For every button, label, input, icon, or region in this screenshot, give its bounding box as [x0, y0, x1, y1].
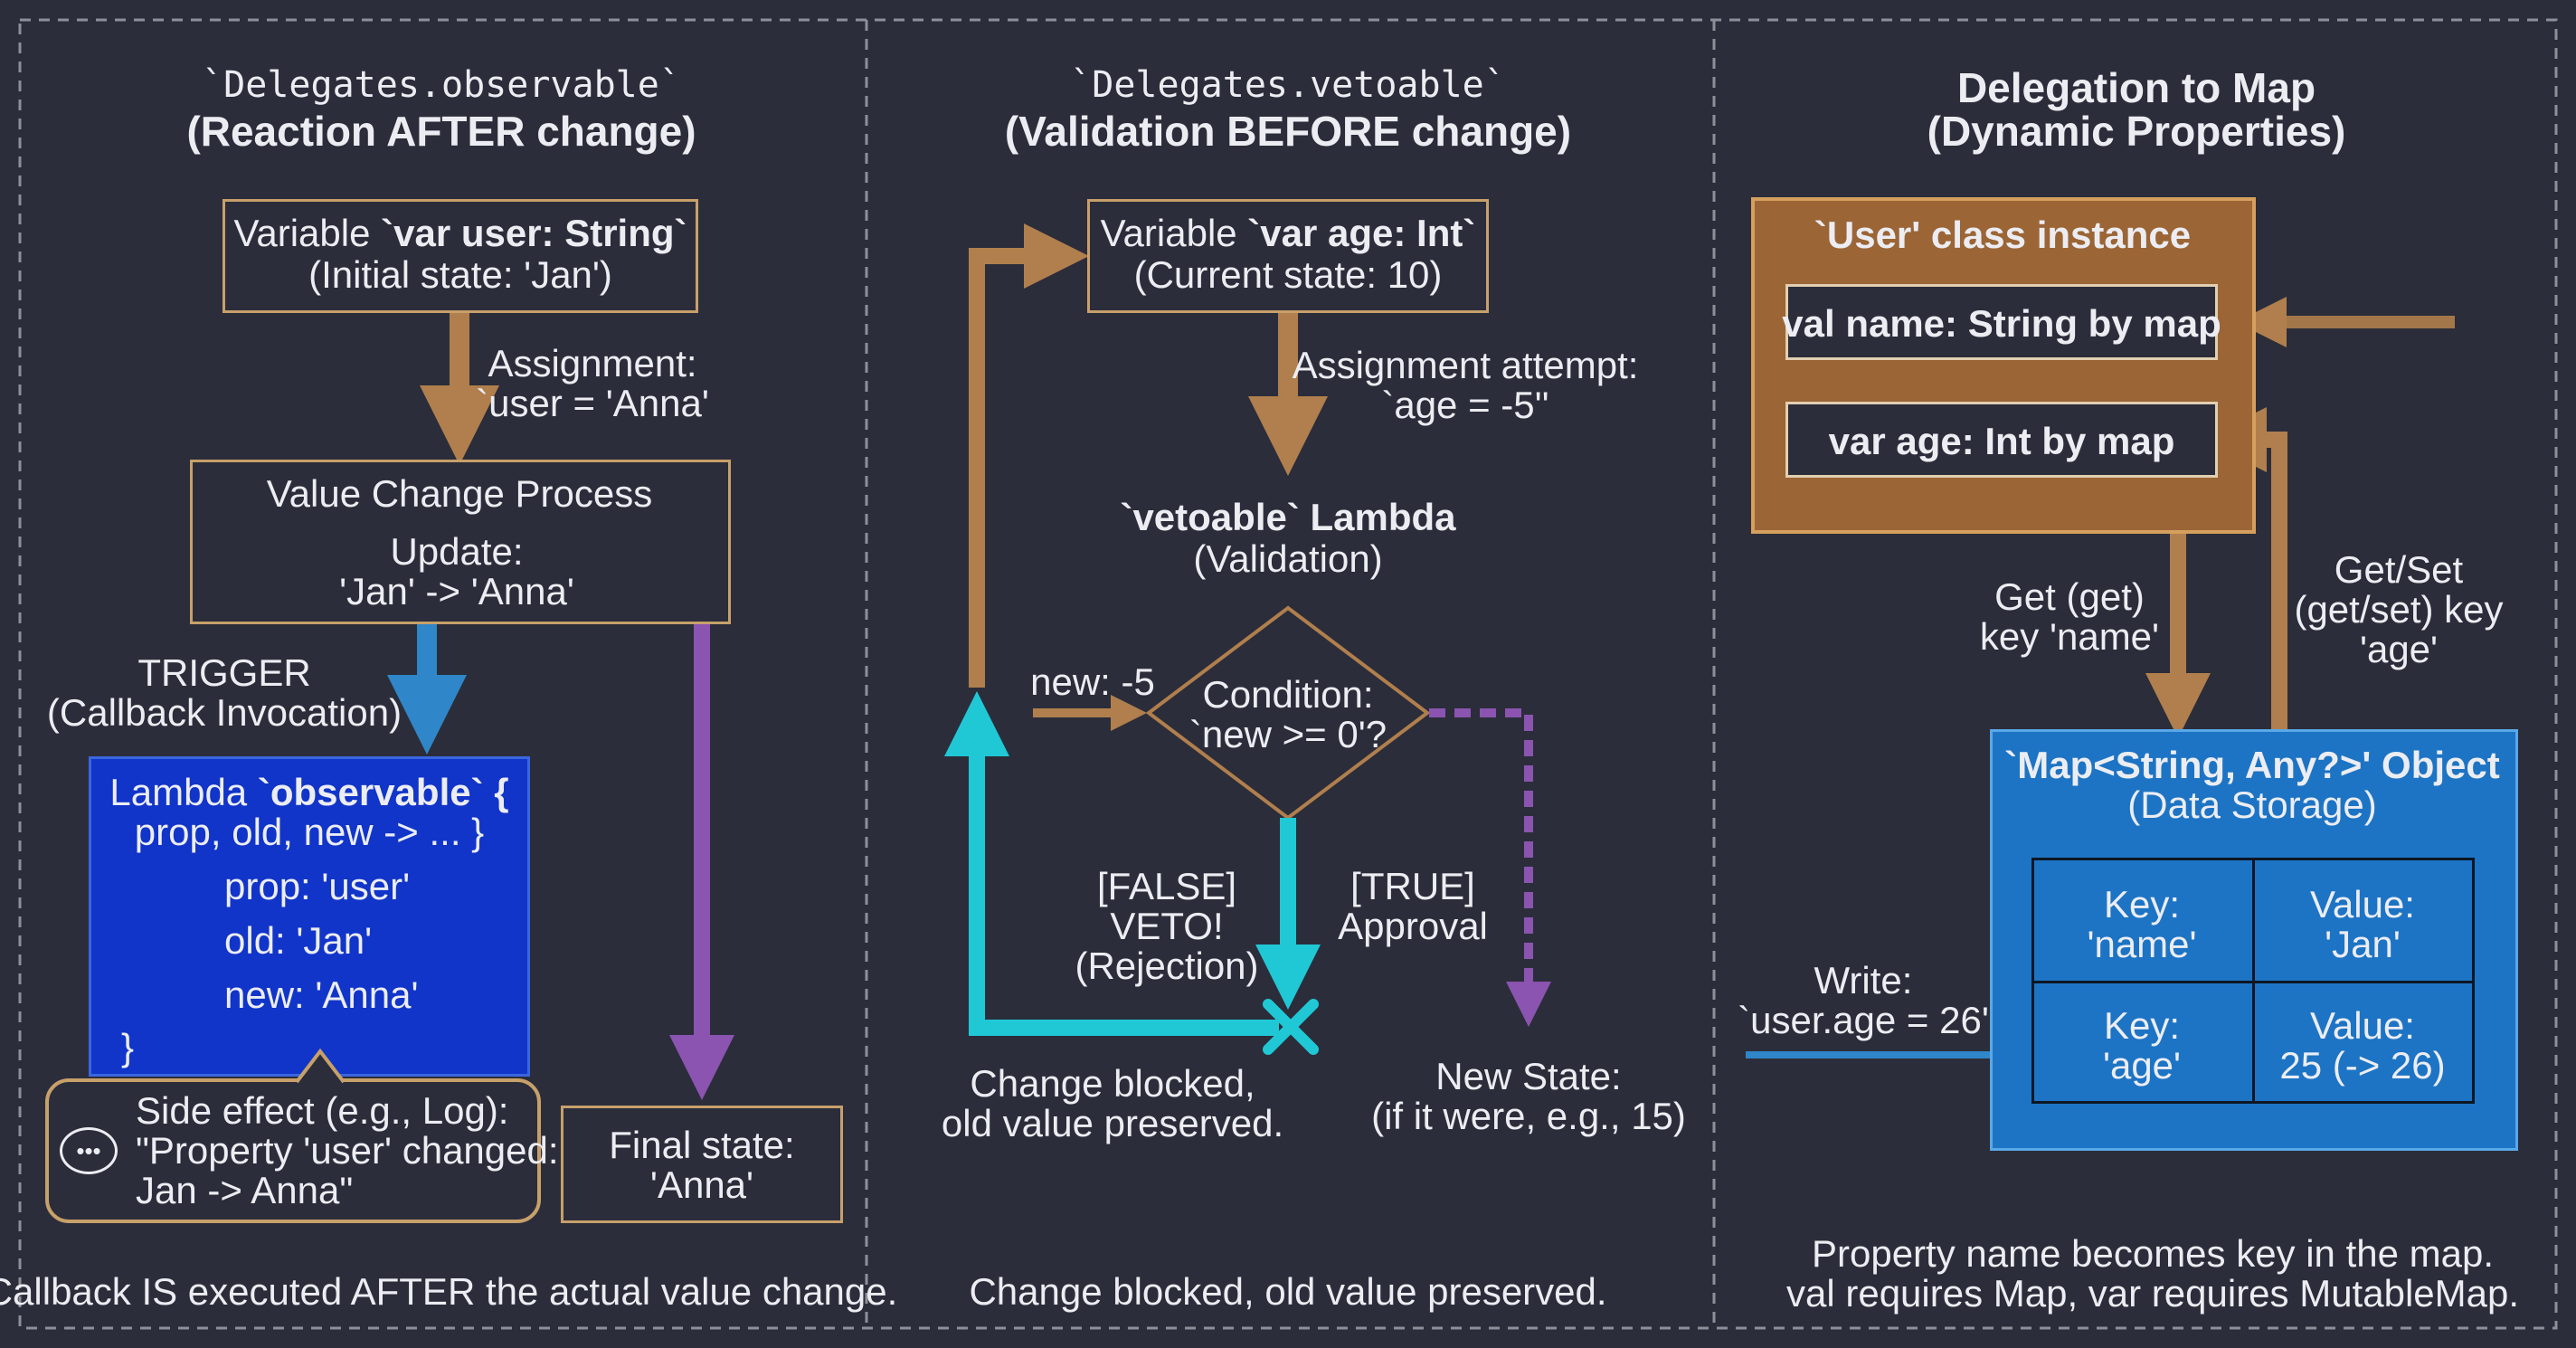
arrow-veto-return [944, 691, 1279, 1036]
map-footer-line2: val requires Map, var requires MutableMa… [1785, 1272, 2520, 1315]
map-row1-key-value: 'name' [2087, 923, 2197, 965]
observable-footer: Callback IS executed AFTER the actual va… [0, 1270, 898, 1313]
lambda-param-new: new: 'Anna' [224, 973, 419, 1016]
observable-var-box [223, 199, 698, 313]
process-title: Value Change Process [266, 472, 653, 515]
map-row1-value-value: 'Jan' [2325, 923, 2401, 965]
arrow-true-dashed [1429, 708, 1551, 1027]
condition-line1: Condition: [1202, 673, 1374, 716]
side-effect-line1: Side effect (e.g., Log): [136, 1089, 509, 1132]
veto-x-mark [1263, 999, 1319, 1055]
blocked-line1: Change blocked, [970, 1062, 1255, 1105]
final-state-box [561, 1106, 843, 1223]
trigger-label-line2: (Callback Invocation) [46, 691, 402, 734]
getset-label-line1: Get/Set [2334, 548, 2464, 591]
vetoable-footer: Change blocked, old value preserved. [969, 1270, 1607, 1313]
vetoable-title-sub: (Validation BEFORE change) [1004, 108, 1572, 155]
side-effect-line2: "Property 'user' changed: [136, 1129, 559, 1172]
getset-label-line3: 'age' [2359, 628, 2439, 670]
vetoable-assignment-line1: Assignment attempt: [1292, 344, 1639, 386]
callout-pointer [295, 1048, 346, 1084]
final-state-line2: 'Anna' [649, 1163, 754, 1206]
new-state-line2: (if it were, e.g., 15) [1371, 1095, 1686, 1137]
map-row2-value-label: Value: [2310, 1004, 2415, 1047]
false-label-line1: [FALSE] [1096, 865, 1237, 907]
lambda-close-brace: } [121, 1026, 135, 1068]
blocked-line2: old value preserved. [941, 1102, 1284, 1144]
map-row2-value-value: 25 (-> 26) [2279, 1044, 2446, 1087]
map-title-line1: Delegation to Map [1956, 64, 2316, 111]
map-row1-value-label: Value: [2310, 883, 2415, 926]
map-row2-key-label: Key: [2103, 1004, 2181, 1047]
user-class-title: `User' class instance [1814, 214, 2192, 256]
map-footer-line1: Property name becomes key in the map. [1811, 1232, 2495, 1275]
final-state-line1: Final state: [609, 1124, 795, 1166]
observable-title-code: `Delegates.observable` [202, 64, 681, 106]
lambda-line1: Lambda `observable` { [109, 771, 509, 813]
false-label-line3: (Rejection) [1075, 945, 1259, 987]
outer-frame [18, 18, 2558, 1330]
observable-title-sub: (Reaction AFTER change) [186, 108, 696, 155]
trigger-label-line1: TRIGGER [137, 651, 311, 694]
process-update-label: Update: [390, 530, 524, 573]
vetoable-var-line2: (Current state: 10) [1133, 253, 1443, 296]
prop-name-box [1785, 284, 2218, 360]
get-label-line2: key 'name' [1979, 615, 2160, 658]
map-title-line2: (Dynamic Properties) [1927, 108, 2346, 155]
vetoable-title-code: `Delegates.vetoable` [1070, 64, 1506, 106]
condition-line2: `new >= 0'? [1189, 713, 1387, 755]
false-label-line2: VETO! [1110, 905, 1224, 947]
map-table [2031, 858, 2475, 1104]
map-object-title: `Map<String, Any?>' Object [2004, 744, 2500, 786]
vetoable-var-line1: Variable `var age: Int` [1100, 212, 1476, 254]
value-change-process-box [190, 460, 731, 624]
lambda-param-prop: prop: 'user' [224, 865, 411, 907]
write-label-line1: Write: [1814, 959, 1913, 1002]
side-effect-line3: Jan -> Anna" [136, 1169, 354, 1211]
observable-assignment-line1: Assignment: [488, 342, 697, 384]
arrow-loop-back [969, 223, 1089, 688]
map-row1-key-label: Key: [2103, 883, 2181, 926]
user-class-instance-box [1751, 197, 2256, 534]
prop-age-label: var age: Int by map [1828, 420, 2175, 462]
input-new-label: new: -5 [1030, 660, 1155, 703]
get-label-line1: Get (get) [1994, 575, 2145, 618]
side-effect-callout [45, 1078, 541, 1223]
write-label-line2: `user.age = 26' [1738, 999, 1989, 1041]
observable-var-line1: Variable `var user: String` [233, 212, 687, 254]
prop-name-label: val name: String by map [1782, 302, 2221, 345]
vetoable-var-box [1087, 199, 1489, 313]
chat-bubble-icon: ••• [60, 1127, 118, 1174]
true-label-line2: Approval [1338, 905, 1488, 947]
vetoable-lambda-subtitle: (Validation) [1193, 537, 1383, 580]
lambda-line2: prop, old, new -> ... } [134, 811, 485, 853]
new-state-line1: New State: [1435, 1055, 1622, 1097]
true-label-line1: [TRUE] [1350, 865, 1475, 907]
map-row2-key-value: 'age' [2102, 1044, 2182, 1087]
observable-assignment-line2: `user = 'Anna' [476, 382, 709, 424]
getset-label-line2: (get/set) key [2294, 588, 2504, 631]
vetoable-assignment-line2: `age = -5'' [1381, 384, 1549, 426]
map-object-subtitle: (Data Storage) [2127, 783, 2377, 826]
vetoable-lambda-title: `vetoable` Lambda [1120, 496, 1456, 538]
process-update-value: 'Jan' -> 'Anna' [339, 570, 574, 612]
map-table-col-divider [2252, 860, 2255, 1101]
observable-var-line2: (Initial state: 'Jan') [308, 253, 612, 296]
prop-age-box [1785, 402, 2218, 478]
lambda-param-old: old: 'Jan' [224, 919, 373, 962]
